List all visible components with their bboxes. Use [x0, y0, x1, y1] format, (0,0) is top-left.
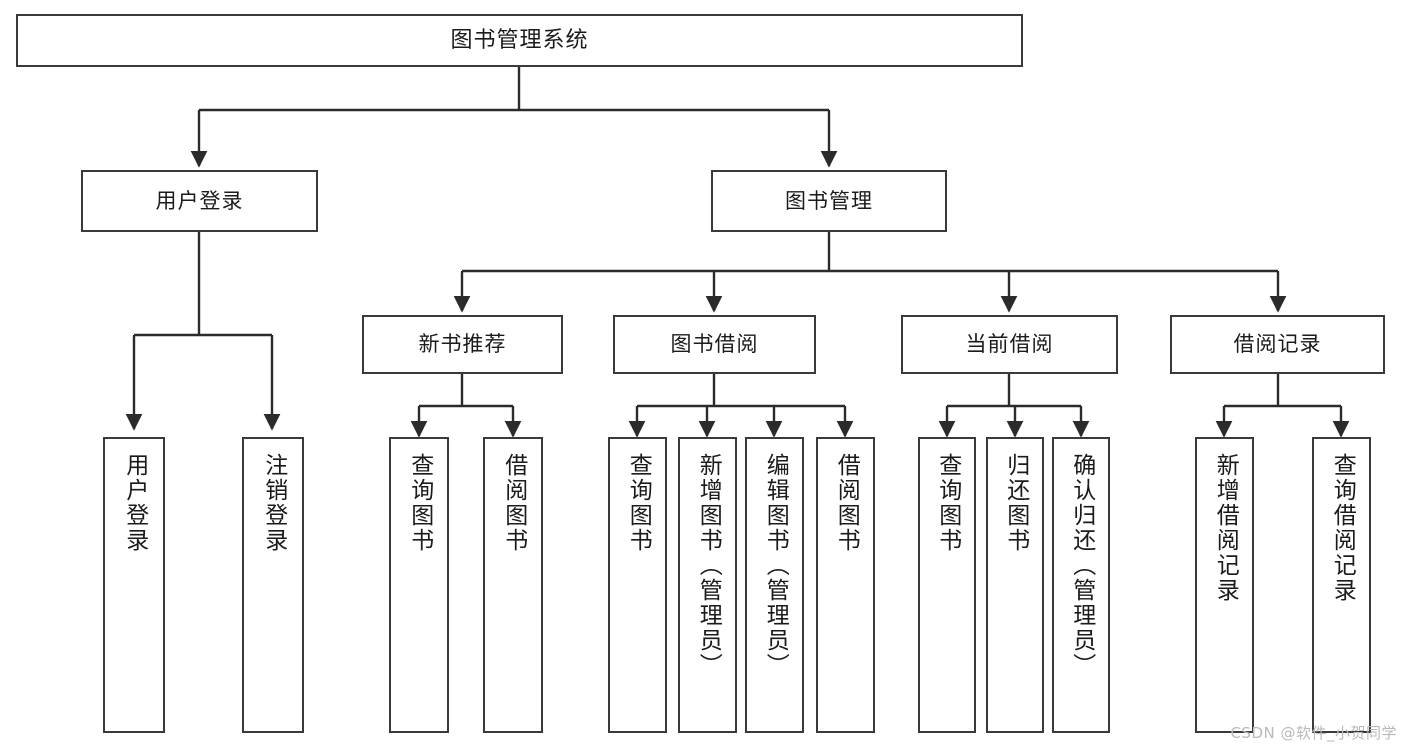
watermark-text: CSDN @软件_小贺同学 [1230, 724, 1397, 742]
node-new-book-recommend[interactable]: 新书推荐 [362, 315, 563, 374]
leaf-add-borrow-record[interactable]: 新增借阅记录 [1195, 437, 1254, 733]
leaf-query-borrow-record[interactable]: 查询借阅记录 [1312, 437, 1371, 733]
node-borrow-record[interactable]: 借阅记录 [1170, 315, 1385, 374]
leaf-add-book-admin[interactable]: 新增图书（管理员） [678, 437, 737, 733]
leaf-query-book-current[interactable]: 查询图书 [918, 437, 976, 733]
node-root-book-management-system[interactable]: 图书管理系统 [16, 14, 1023, 67]
leaf-user-login[interactable]: 用户登录 [103, 437, 165, 733]
node-book-management[interactable]: 图书管理 [711, 170, 947, 232]
node-label: 注销登录 [260, 453, 287, 553]
node-label: 当前借阅 [965, 332, 1054, 357]
leaf-borrow-book-recommend[interactable]: 借阅图书 [483, 437, 543, 733]
leaf-edit-book-admin[interactable]: 编辑图书（管理员） [745, 437, 804, 733]
node-label: 新增图书（管理员） [695, 453, 722, 678]
node-label: 查询图书 [625, 453, 652, 553]
leaf-query-book-recommend[interactable]: 查询图书 [389, 437, 449, 733]
node-label: 新增借阅记录 [1212, 453, 1239, 603]
node-label: 新书推荐 [418, 332, 507, 357]
node-book-borrow[interactable]: 图书借阅 [613, 315, 816, 374]
node-label: 借阅记录 [1233, 332, 1322, 357]
node-label: 借阅图书 [500, 453, 527, 553]
leaf-query-book-borrow[interactable]: 查询图书 [608, 437, 667, 733]
node-label: 编辑图书（管理员） [762, 453, 789, 678]
leaf-borrow-book[interactable]: 借阅图书 [816, 437, 875, 733]
node-label: 图书管理系统 [450, 27, 589, 53]
node-label: 查询借阅记录 [1329, 453, 1356, 603]
node-label: 借阅图书 [833, 453, 860, 553]
node-label: 查询图书 [934, 453, 961, 553]
node-current-borrow[interactable]: 当前借阅 [901, 315, 1118, 374]
leaf-confirm-return-admin[interactable]: 确认归还（管理员） [1052, 437, 1110, 733]
node-label: 用户登录 [155, 188, 244, 213]
leaf-return-book[interactable]: 归还图书 [986, 437, 1044, 733]
node-label: 图书借阅 [670, 332, 759, 357]
node-label: 查询图书 [406, 453, 433, 553]
node-label: 归还图书 [1002, 453, 1029, 553]
leaf-logout-login[interactable]: 注销登录 [242, 437, 304, 733]
node-label: 确认归还（管理员） [1068, 453, 1095, 678]
node-user-login[interactable]: 用户登录 [81, 170, 318, 232]
node-label: 用户登录 [121, 453, 148, 553]
node-label: 图书管理 [785, 188, 873, 213]
